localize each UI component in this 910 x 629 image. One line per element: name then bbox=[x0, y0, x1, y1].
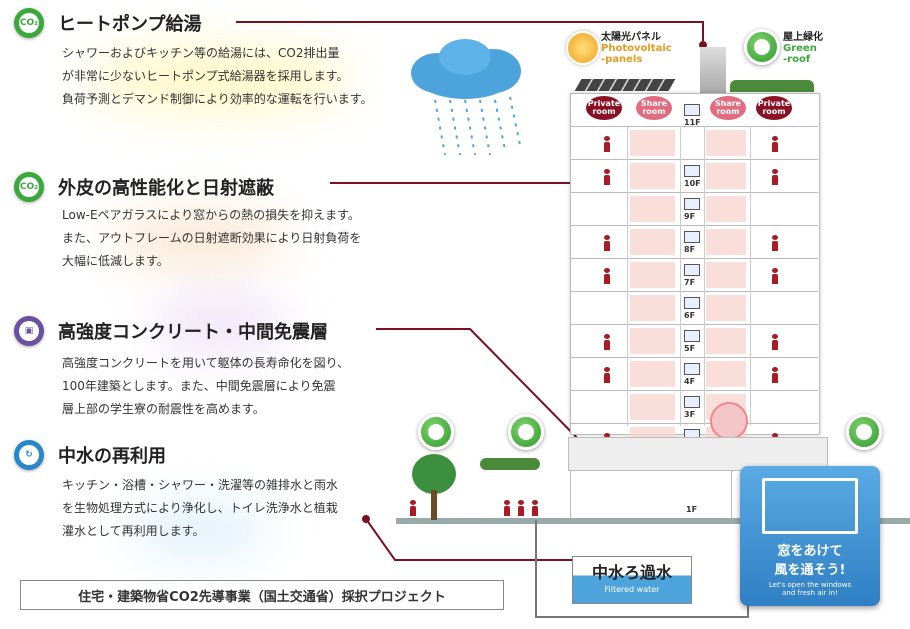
section-body-envelope: Low-Eペアガラスにより窓からの熱の損失を抑えます。また、アウトフレームの日射… bbox=[62, 208, 362, 268]
window-icon bbox=[684, 198, 700, 210]
window-icon bbox=[684, 396, 700, 408]
section-body-heat-pump: シャワーおよびキッチン等の給湯には、CO2排出量が非常に少ないヒートポンプ式給湯… bbox=[62, 46, 373, 106]
filtered-water-tank: 中水ろ過水 Filtered water bbox=[572, 556, 692, 604]
floor-row bbox=[570, 126, 818, 127]
insulation-icon: CO₂ bbox=[14, 172, 44, 202]
window-icon bbox=[762, 478, 858, 534]
seismic-icon: ▣ bbox=[14, 316, 44, 346]
section-title-concrete: 高強度コンクリート・中間免震層 bbox=[58, 322, 328, 343]
section-body-water: キッチン・浴槽・シャワー・洗濯等の雑排水と雨水を生物処理方式により浄化し、トイレ… bbox=[62, 478, 339, 538]
solar-label: 太陽光パネル Photovoltaic -panels bbox=[601, 32, 672, 65]
rain-cloud-icon bbox=[411, 39, 521, 156]
heat-pump-unit bbox=[700, 47, 726, 93]
solar-panels bbox=[574, 79, 676, 91]
floor-label: 5F bbox=[684, 344, 696, 353]
ground-floor bbox=[570, 470, 732, 522]
person bbox=[604, 169, 610, 185]
window-icon bbox=[684, 297, 700, 309]
person bbox=[772, 334, 778, 350]
person bbox=[604, 268, 610, 284]
heat-pump-icon: CO₂ bbox=[14, 8, 44, 38]
person bbox=[772, 136, 778, 152]
person bbox=[772, 268, 778, 284]
floor-row bbox=[570, 258, 818, 259]
floor-row bbox=[570, 291, 818, 292]
person bbox=[604, 367, 610, 383]
window-icon bbox=[684, 165, 700, 177]
eco-icon bbox=[846, 414, 882, 450]
floor-label: 9F bbox=[684, 212, 696, 221]
floor-label: 6F bbox=[684, 311, 696, 320]
window-icon bbox=[684, 330, 700, 342]
green-roof-icon bbox=[744, 29, 780, 65]
floor-label: 4F bbox=[684, 377, 696, 386]
eco-icon bbox=[418, 414, 454, 450]
floor-label: 8F bbox=[684, 245, 696, 254]
project-label: 住宅・建築物省CO2先導事業（国土交通省）採択プロジェクト bbox=[20, 580, 504, 610]
hedge bbox=[480, 458, 540, 470]
floor-row bbox=[570, 423, 818, 424]
section-body-concrete: 高強度コンクリートを用いて躯体の長寿命化を図り、100年建築とします。また、中間… bbox=[62, 356, 350, 416]
window-icon bbox=[684, 363, 700, 375]
floor-label: 3F bbox=[684, 410, 696, 419]
person bbox=[772, 169, 778, 185]
solar-panel-icon bbox=[566, 31, 600, 65]
window-icon bbox=[684, 104, 700, 116]
person bbox=[604, 334, 610, 350]
person bbox=[772, 367, 778, 383]
floor-label: 11F bbox=[684, 118, 701, 127]
window-icon bbox=[684, 264, 700, 276]
floor-row bbox=[570, 192, 818, 193]
floor-label: 7F bbox=[684, 278, 696, 287]
section-title-water: 中水の再利用 bbox=[58, 446, 166, 467]
person bbox=[604, 235, 610, 251]
section-title-envelope: 外皮の高性能化と日射遮蔽 bbox=[58, 178, 274, 199]
green-roof bbox=[730, 80, 814, 92]
floor-row bbox=[570, 324, 818, 325]
person bbox=[772, 235, 778, 251]
floor-row bbox=[570, 357, 818, 358]
floor-row bbox=[570, 225, 818, 226]
people-circle-icon bbox=[710, 402, 748, 440]
section-title-heat-pump: ヒートポンプ給湯 bbox=[58, 14, 202, 35]
floor-row bbox=[570, 390, 818, 391]
person bbox=[604, 136, 610, 152]
water-reuse-icon: ↻ bbox=[14, 440, 44, 470]
open-windows-panel: 窓をあけて 風を通そう! Let's open the windows and … bbox=[740, 466, 880, 606]
ground bbox=[396, 518, 910, 524]
tree bbox=[412, 454, 456, 494]
window-icon bbox=[684, 231, 700, 243]
roof-label: 屋上緑化 Green -roof bbox=[783, 32, 823, 65]
floor-row bbox=[570, 159, 818, 160]
floor-label: 10F bbox=[684, 179, 701, 188]
eco-icon bbox=[508, 414, 544, 450]
